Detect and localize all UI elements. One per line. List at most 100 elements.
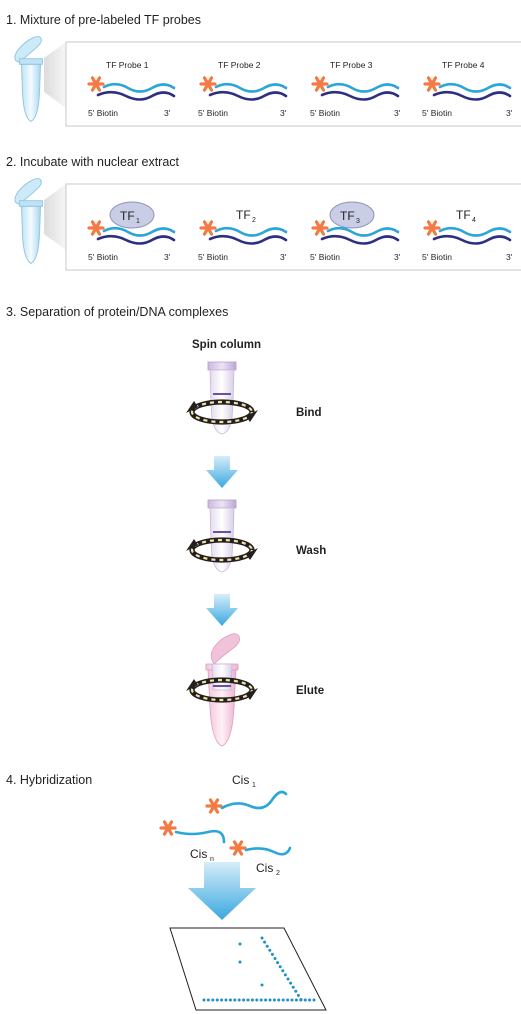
array-spot <box>286 977 290 981</box>
probe-4-five: 5' Biotin <box>422 108 452 118</box>
array-spot <box>308 998 312 1002</box>
probe-3: TF Probe 3 5' Biotin 3' <box>310 60 401 118</box>
array-spot <box>268 998 272 1002</box>
down-arrow-1 <box>206 456 238 488</box>
array-spot <box>276 961 280 965</box>
complex-4-five: 5' Biotin <box>422 252 452 262</box>
probe-2-three: 3' <box>280 108 287 118</box>
microarray-slide <box>169 927 327 1011</box>
complex-3-tf: TF <box>340 209 355 223</box>
array-spot <box>283 973 287 977</box>
zoom-cone-1 <box>44 42 66 108</box>
complex-4-strand-top <box>438 226 512 237</box>
stage-label-bind: Bind <box>296 407 322 419</box>
array-spot <box>238 942 242 946</box>
complex-2-three: 3' <box>280 252 287 262</box>
probe-2-strand-top <box>214 82 288 93</box>
array-spot <box>289 981 293 985</box>
array-spot <box>290 998 294 1002</box>
probe-3-name: TF Probe 3 <box>330 60 373 70</box>
array-spot <box>272 998 276 1002</box>
complex-1-strand-bottom <box>96 234 176 245</box>
array-spot <box>270 952 274 956</box>
probe-1-name: TF Probe 1 <box>106 60 149 70</box>
array-spot <box>296 993 300 997</box>
probe-3-three: 3' <box>394 108 401 118</box>
probe-4: TF Probe 4 5' Biotin 3' <box>422 60 513 118</box>
probe-1-five: 5' Biotin <box>88 108 118 118</box>
array-spot <box>277 998 281 1002</box>
array-spot <box>238 960 242 964</box>
stage-label-elute: Elute <box>296 685 324 697</box>
complex-4-strand-bottom <box>432 234 512 245</box>
cis-1-sub: 1 <box>252 782 256 789</box>
complex-2-sub: 2 <box>252 217 256 224</box>
complex-4-sub: 4 <box>472 217 476 224</box>
array-spot <box>228 998 232 1002</box>
array-spot <box>233 998 237 1002</box>
array-spot <box>264 998 268 1002</box>
array-spot <box>294 989 298 993</box>
spin-stage-wash: Wash <box>186 499 326 573</box>
tf-protein-1 <box>109 201 155 229</box>
cis-1-label: Cis <box>232 773 249 787</box>
array-spot <box>294 998 298 1002</box>
array-spot <box>250 998 254 1002</box>
array-spot <box>259 998 263 1002</box>
complex-1-strand-top <box>102 226 176 237</box>
probe-3-five: 5' Biotin <box>310 108 340 118</box>
hybridization-arrow <box>188 862 256 920</box>
spin-column-title: Spin column <box>192 339 261 351</box>
complex-2-tf: TF <box>236 208 251 222</box>
array-spot <box>268 948 272 952</box>
probe-1: TF Probe 1 5' Biotin 3' <box>87 60 176 118</box>
array-spot <box>291 985 295 989</box>
array-spot <box>246 998 250 1002</box>
array-spot <box>303 998 307 1002</box>
probe-2-name: TF Probe 2 <box>218 60 261 70</box>
array-spot <box>215 998 219 1002</box>
complex-3-three: 3' <box>394 252 401 262</box>
complex-1-sub: 1 <box>136 218 140 225</box>
complex-2-strand-bottom <box>208 234 288 245</box>
complex-4: TF 4 5' Biotin 3' <box>422 208 513 262</box>
probe-4-name: TF Probe 4 <box>442 60 485 70</box>
complex-1-three: 3' <box>164 252 171 262</box>
step-3-title: 3. Separation of protein/DNA complexes <box>6 305 228 319</box>
array-spot <box>286 998 290 1002</box>
complex-3-strand-bottom <box>320 234 400 245</box>
complex-3-sub: 3 <box>356 218 360 225</box>
array-spot <box>299 998 303 1001</box>
cis-n-sub: n <box>210 856 214 863</box>
array-spot <box>260 936 264 940</box>
tf-protein-3 <box>329 201 375 229</box>
tube-step-1 <box>14 36 43 122</box>
array-spot <box>260 983 264 987</box>
biotin-star-icon <box>205 798 223 814</box>
probe-3-strand-top <box>326 82 400 93</box>
stage-label-wash: Wash <box>296 545 326 557</box>
array-spot <box>202 998 206 1002</box>
complex-2-strand-top <box>214 226 288 237</box>
array-spot <box>265 944 269 948</box>
probe-2-strand-bottom <box>208 90 288 101</box>
array-spot <box>263 940 267 944</box>
array-spot <box>281 998 285 1002</box>
biotin-star-icon <box>229 840 247 856</box>
probe-4-strand-bottom <box>432 90 512 101</box>
step-2-title: 2. Incubate with nuclear extract <box>6 155 180 169</box>
array-spot <box>278 965 282 969</box>
spin-stage-bind: Bind <box>186 361 322 435</box>
probe-1-strand-top <box>102 82 176 93</box>
array-dots <box>202 936 316 1002</box>
probe-4-strand-top <box>438 82 512 93</box>
spin-stage-elute: Elute <box>186 633 324 747</box>
step-4-title: 4. Hybridization <box>6 773 92 787</box>
complex-2: TF 2 5' Biotin 3' <box>198 208 288 262</box>
array-spot <box>224 998 228 1002</box>
tube-step-2 <box>14 178 43 264</box>
complex-1-five: 5' Biotin <box>88 252 118 262</box>
array-spot <box>211 998 215 1002</box>
complex-4-tf: TF <box>456 208 471 222</box>
